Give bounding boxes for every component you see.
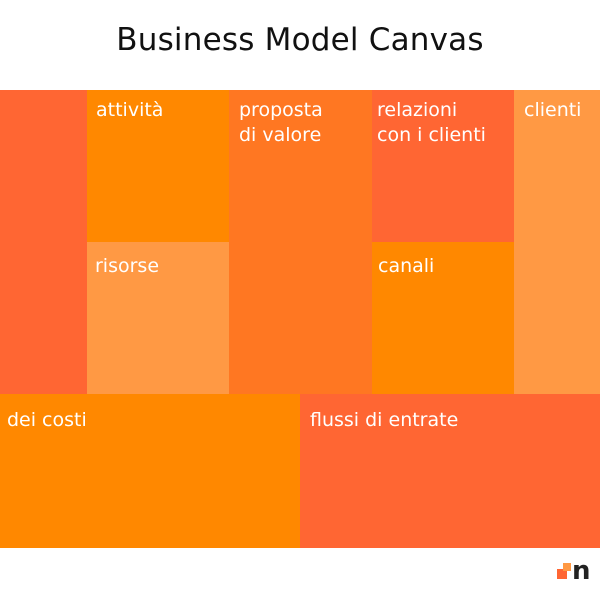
block-canali-label: canali bbox=[378, 255, 435, 277]
logo-square-secondary bbox=[563, 563, 571, 571]
block-clienti: clienti bbox=[514, 90, 600, 394]
business-model-canvas: ner attività risorse proposta di valore … bbox=[0, 90, 600, 548]
block-struttura-dei-costi: tura dei costi bbox=[0, 394, 300, 548]
logo-square-primary bbox=[557, 569, 567, 579]
block-proposta-label: proposta di valore bbox=[239, 99, 323, 146]
block-risorse: risorse bbox=[87, 242, 229, 394]
brand-logo-icon: n bbox=[557, 557, 600, 585]
block-costi-label: tura dei costi bbox=[0, 409, 87, 431]
block-canali: canali bbox=[372, 242, 514, 394]
block-entrate-label: flussi di entrate bbox=[310, 409, 459, 431]
page-title: Business Model Canvas bbox=[116, 22, 484, 58]
block-relazioni-con-i-clienti: relazioni con i clienti bbox=[372, 90, 514, 242]
block-clienti-label: clienti bbox=[524, 99, 582, 121]
block-partner: ner bbox=[0, 90, 87, 394]
block-risorse-label: risorse bbox=[95, 255, 160, 277]
block-attivita: attività bbox=[87, 90, 229, 242]
block-flussi-di-entrate: flussi di entrate bbox=[300, 394, 600, 548]
block-proposta-di-valore: proposta di valore bbox=[229, 90, 372, 394]
block-attivita-label: attività bbox=[96, 99, 164, 121]
logo-letter: n bbox=[572, 556, 591, 586]
block-relazioni-label: relazioni con i clienti bbox=[377, 99, 486, 146]
